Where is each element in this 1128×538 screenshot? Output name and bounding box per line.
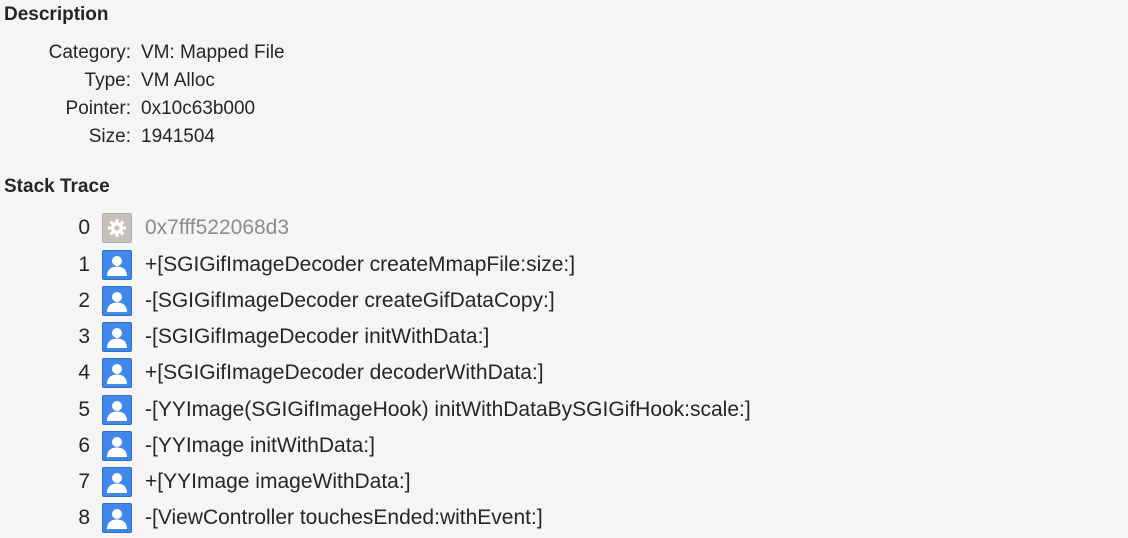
type-row: Type: VM Alloc xyxy=(0,67,215,95)
size-row: Size: 1941504 xyxy=(0,123,215,151)
user-icon xyxy=(102,286,132,316)
user-icon xyxy=(102,322,132,352)
type-value: VM Alloc xyxy=(141,70,215,91)
frame-symbol: +[YYImage imageWithData:] xyxy=(145,470,411,493)
category-row: Category: VM: Mapped File xyxy=(0,39,285,67)
frame-symbol: -[ViewController touchesEnded:withEvent:… xyxy=(145,506,543,529)
frame-symbol: 0x7fff522068d3 xyxy=(145,216,290,239)
frame-index: 7 xyxy=(78,470,90,493)
pointer-value: 0x10c63b000 xyxy=(141,98,256,119)
description-title: Description xyxy=(4,4,109,25)
user-icon xyxy=(102,358,132,388)
pointer-label: Pointer: xyxy=(65,98,131,119)
frame-index: 2 xyxy=(78,289,90,312)
stack-trace-title: Stack Trace xyxy=(4,176,110,197)
user-icon xyxy=(102,395,132,425)
category-label: Category: xyxy=(48,42,131,63)
size-value: 1941504 xyxy=(141,126,215,147)
frame-symbol: +[SGIGifImageDecoder decoderWithData:] xyxy=(145,361,544,384)
frame-index: 8 xyxy=(78,506,90,529)
user-icon xyxy=(102,467,132,497)
frame-index: 1 xyxy=(78,253,90,276)
user-icon xyxy=(102,431,132,461)
frame-index: 3 xyxy=(78,325,90,348)
size-label: Size: xyxy=(88,126,131,147)
frame-index: 0 xyxy=(78,216,90,239)
frame-symbol: -[SGIGifImageDecoder initWithData:] xyxy=(145,325,490,348)
user-icon xyxy=(102,503,132,533)
frame-symbol: -[YYImage initWithData:] xyxy=(145,434,375,457)
frame-symbol: +[SGIGifImageDecoder createMmapFile:size… xyxy=(145,253,576,276)
frame-symbol: -[SGIGifImageDecoder createGifDataCopy:] xyxy=(145,289,555,312)
category-value: VM: Mapped File xyxy=(141,42,285,63)
type-label: Type: xyxy=(84,70,131,91)
user-icon xyxy=(102,250,132,280)
frame-index: 5 xyxy=(78,398,90,421)
frame-index: 6 xyxy=(78,434,90,457)
frame-index: 4 xyxy=(78,361,90,384)
frame-symbol: -[YYImage(SGIGifImageHook) initWithDataB… xyxy=(145,398,751,421)
gear-icon xyxy=(102,213,132,243)
pointer-row: Pointer: 0x10c63b000 xyxy=(0,95,256,123)
